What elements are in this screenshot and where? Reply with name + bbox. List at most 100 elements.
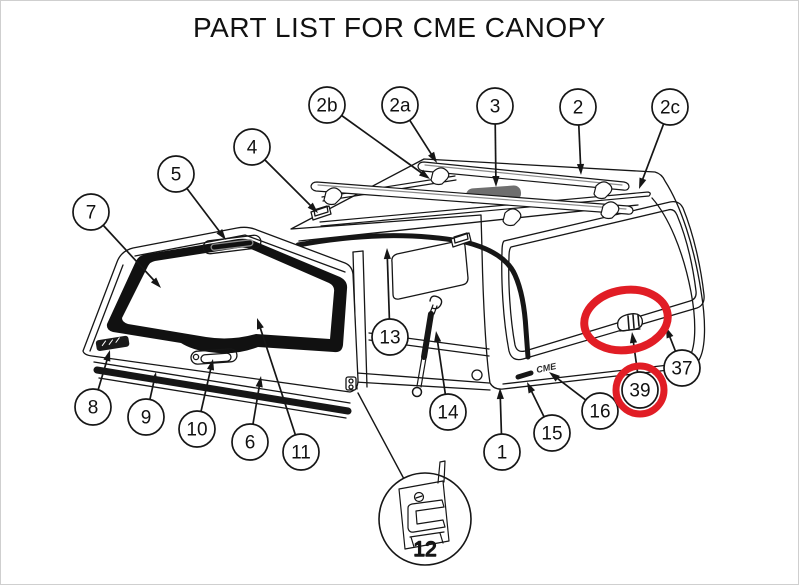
callout-circle-14 xyxy=(429,393,467,431)
leader-line-9 xyxy=(149,380,155,400)
arrowhead-14 xyxy=(434,331,442,343)
door-top-inner-line xyxy=(134,234,346,273)
arrowhead-7 xyxy=(150,277,161,288)
leader-line-8 xyxy=(97,358,109,390)
claw-foot-mid xyxy=(502,208,522,227)
callout-circle-37 xyxy=(663,349,701,387)
crossbar-front-shine xyxy=(424,164,623,186)
door-corner-latch-part-11 xyxy=(345,376,357,391)
callout-6: 6 xyxy=(231,423,269,461)
callout-number-1: 1 xyxy=(497,443,508,464)
leader-line-6 xyxy=(252,384,261,425)
callout-13: 13 xyxy=(371,318,409,356)
callout-number-2b: 2b xyxy=(316,96,337,117)
diagram-title: PART LIST FOR CME CANOPY xyxy=(193,12,606,43)
callout-circle-1 xyxy=(483,433,521,471)
callout-37: 37 xyxy=(663,349,701,387)
callout-3: 3 xyxy=(476,87,514,125)
door-outline xyxy=(82,226,359,393)
window-latch-part-39 xyxy=(617,313,644,332)
leader-line-5 xyxy=(186,187,222,234)
callout-9: 9 xyxy=(127,398,165,436)
callout-circle-11 xyxy=(282,433,320,471)
claw-foot-rear-left xyxy=(323,187,343,206)
callout-2b: 2b xyxy=(308,86,346,124)
arrowhead-2 xyxy=(576,163,585,175)
callout-circle-13 xyxy=(371,318,409,356)
leader-line-37 xyxy=(668,335,677,352)
striker-plate-drawing xyxy=(398,460,450,550)
arrowhead-9 xyxy=(150,372,158,384)
front-pillar-cap xyxy=(352,250,364,253)
callout-number-4: 4 xyxy=(247,138,258,159)
callout-2a: 2a xyxy=(381,86,419,124)
leader-line-10 xyxy=(200,367,212,412)
callout-1: 1 xyxy=(483,433,521,471)
callout-number-8: 8 xyxy=(88,398,99,419)
callout-circle-2a xyxy=(381,86,419,124)
callout-number-2a: 2a xyxy=(389,96,411,117)
callout-10: 10 xyxy=(178,410,216,448)
callout-number-11: 11 xyxy=(291,443,311,464)
tailgate-brand-badge-part-8 xyxy=(95,335,130,351)
claw-foot-rear-right xyxy=(600,201,620,220)
callout-16: 16 xyxy=(581,392,619,430)
callout-circle-15 xyxy=(533,414,571,452)
arrowhead-16 xyxy=(549,372,560,382)
callout-circle-16 xyxy=(581,392,619,430)
roof-rail-right xyxy=(319,191,651,227)
callout-number-2c: 2c xyxy=(660,98,680,119)
callout-circle-2c xyxy=(651,88,689,126)
callout-number-37: 37 xyxy=(671,359,692,380)
leader-line-15 xyxy=(530,389,545,418)
callout-2: 2 xyxy=(559,88,597,126)
arrowhead-2c xyxy=(639,177,647,189)
strut-cylinder xyxy=(421,311,434,360)
front-pillar-line-2 xyxy=(362,250,368,388)
bumper-vent-part-15 xyxy=(515,370,534,380)
callout-number-15: 15 xyxy=(541,424,562,445)
callout-leader-lines xyxy=(97,114,677,436)
arrowhead-8 xyxy=(103,350,111,362)
callout-circle-7 xyxy=(72,193,110,231)
leader-line-7 xyxy=(102,224,156,282)
callout-15: 15 xyxy=(533,414,571,452)
canopy-body xyxy=(290,158,706,391)
hinge-bracket-rear xyxy=(450,232,472,248)
callout-number-13: 13 xyxy=(379,328,400,349)
canopy-right-shading-line xyxy=(651,197,696,355)
callout-2c: 2c xyxy=(651,88,689,126)
callout-circle-5 xyxy=(157,155,195,193)
red-ring-around-39 xyxy=(612,362,668,418)
detail-label: 12 xyxy=(413,538,436,561)
callout-number-2: 2 xyxy=(573,98,584,119)
side-window-outer xyxy=(501,200,705,361)
callout-39: 39 xyxy=(621,371,659,409)
callout-circle-39 xyxy=(621,371,659,409)
door-handle-part-10 xyxy=(190,348,238,365)
callout-5: 5 xyxy=(157,155,195,193)
side-window-inner xyxy=(508,208,697,353)
callout-11: 11 xyxy=(282,433,320,471)
leader-line-14 xyxy=(436,339,447,395)
top-handle-part-5 xyxy=(202,234,262,255)
callout-circle-6 xyxy=(231,423,269,461)
leader-line-3 xyxy=(494,123,497,179)
callout-8: 8 xyxy=(74,388,112,426)
arrowhead-1 xyxy=(496,388,504,400)
red-highlight-annotations xyxy=(580,285,672,418)
claw-foot-front-right xyxy=(593,181,613,200)
leader-line-2b xyxy=(341,114,424,175)
strut-lower-rod xyxy=(416,356,427,388)
red-ellipse-highlight-part xyxy=(580,285,672,355)
callout-circle-2 xyxy=(559,88,597,126)
callout-7: 7 xyxy=(72,193,110,231)
gas-strut-part-14 xyxy=(411,295,443,398)
arrowhead-6 xyxy=(255,376,263,388)
interior-front-window xyxy=(391,240,469,300)
arrowhead-15 xyxy=(527,382,536,394)
window-seal xyxy=(106,238,348,354)
